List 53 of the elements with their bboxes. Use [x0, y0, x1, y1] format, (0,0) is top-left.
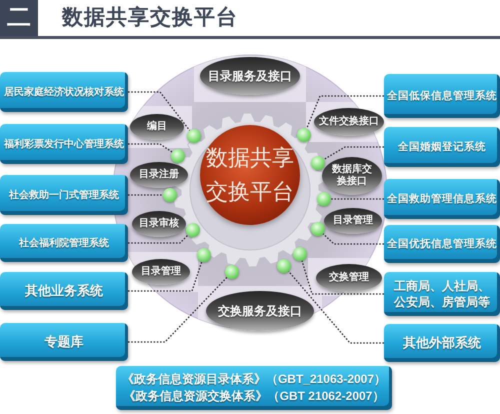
dotted-connector: [128, 234, 189, 244]
system-box: [384, 272, 500, 316]
system-box: [0, 323, 128, 361]
dotted-connector: [322, 233, 384, 245]
dotted-connector: [128, 143, 173, 153]
dotted-connector: [324, 146, 384, 160]
system-box: [0, 124, 128, 164]
dotted-connector: [306, 95, 384, 129]
system-name: 其他业务系统: [24, 283, 104, 299]
system-box: [384, 225, 500, 263]
system-name: 福利彩票发行中心管理系统: [2, 138, 125, 150]
page-title: 数据共享交换平台: [62, 5, 238, 31]
platform-name: 数据共享交换平台: [205, 144, 295, 206]
system-name: 全国低保信息管理系统: [386, 89, 498, 103]
section-number: 二: [7, 6, 31, 30]
function-name: 文件交换接口: [319, 116, 379, 128]
function-name: 目录管理: [333, 215, 373, 227]
function-name: 目录注册: [139, 169, 179, 181]
dotted-connector: [128, 261, 202, 292]
function-name: 数据库交换接口: [332, 164, 372, 188]
function-name: 目录管理: [141, 266, 181, 278]
system-box: [384, 74, 500, 118]
dotted-connector: [128, 276, 228, 343]
system-box: [384, 179, 500, 219]
dotted-connector: [288, 270, 384, 344]
function-name: 目录服务及接口: [208, 69, 292, 83]
dotted-connector: [301, 260, 384, 295]
function-name: 编目: [147, 121, 167, 133]
section-number-box: [0, 0, 38, 36]
system-box: [0, 175, 128, 215]
dotted-connector: [128, 91, 190, 131]
system-box: [0, 224, 128, 262]
system-name: 全国救助管理信息系统: [386, 192, 498, 206]
function-name: 目录审核: [139, 218, 179, 230]
standards-box: [116, 366, 392, 410]
function-name: 交换管理: [329, 272, 369, 284]
system-name: 社会福利院管理系统: [18, 236, 110, 250]
system-box: [384, 324, 500, 362]
standard-reference: 《政务信息资源交换体系》（GBT 21062-2007）: [124, 388, 384, 405]
system-name: 其他外部系统: [402, 335, 482, 351]
system-name: 工商局、人社局、公安局、房管局等: [392, 278, 491, 310]
function-name: 交换服务及接口: [218, 304, 302, 318]
system-name: 社会救助一门式管理系统: [8, 188, 120, 202]
system-name: 全国婚姻登记系统: [397, 140, 487, 154]
system-name: 专题库: [44, 334, 84, 350]
system-box: [0, 72, 128, 112]
system-box: [0, 272, 128, 310]
system-name: 全国优抚信息管理系统: [386, 237, 498, 251]
standard-reference: 《政务信息资源目录体系》（GBT_21063-2007）: [122, 371, 386, 388]
dotted-connector: [128, 194, 163, 196]
dotted-connector: [331, 198, 384, 200]
system-box: [384, 127, 500, 167]
system-name: 居民家庭经济状况核对系统: [3, 86, 125, 98]
